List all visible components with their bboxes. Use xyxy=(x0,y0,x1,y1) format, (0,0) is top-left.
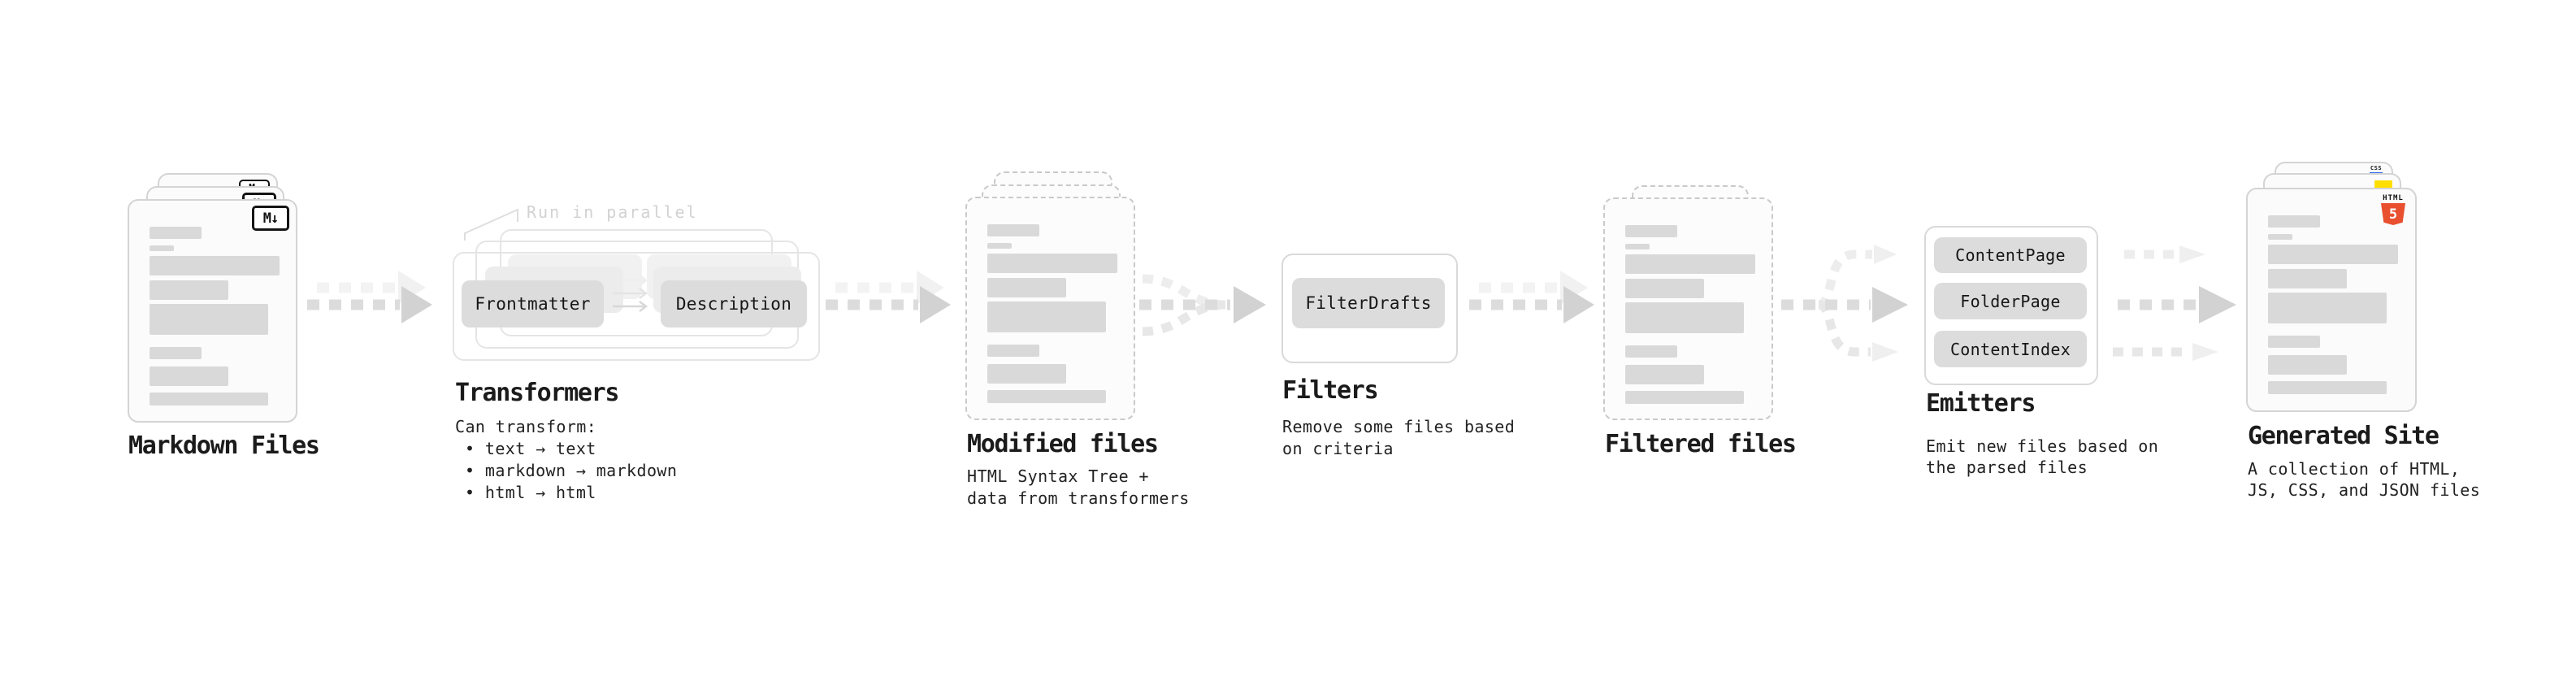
text-placeholder-bar xyxy=(2268,234,2292,240)
text-placeholder-bar xyxy=(2268,293,2387,323)
text-placeholder-bar xyxy=(1625,302,1744,333)
text-placeholder-bar xyxy=(150,393,268,406)
caption-line: the parsed files xyxy=(1926,458,2088,477)
text-placeholder-bar xyxy=(987,390,1106,403)
caption-line: data from transformers xyxy=(967,488,1190,508)
transformer-chip-frontmatter: Frontmatter xyxy=(462,280,604,327)
text-placeholder-bar xyxy=(987,254,1117,273)
text-placeholder-bar xyxy=(1625,244,1650,249)
generated-caption: A collection of HTML, JS, CSS, and JSON … xyxy=(2248,458,2480,501)
text-placeholder-bar xyxy=(1625,279,1704,298)
arrow-modified-to-filters xyxy=(1139,274,1266,336)
emitter-chip-contentindex: ContentIndex xyxy=(1934,331,2087,367)
text-placeholder-bar xyxy=(2268,381,2387,394)
transformer-box-front xyxy=(453,252,820,361)
document-skeleton xyxy=(2248,189,2415,410)
arrow-emitters-to-generated xyxy=(2113,245,2236,361)
text-placeholder-bar xyxy=(987,224,1039,236)
text-placeholder-bar xyxy=(1625,391,1744,404)
modified-caption: HTML Syntax Tree + data from transformer… xyxy=(967,466,1190,510)
caption-line: JS, CSS, and JSON files xyxy=(2248,480,2481,500)
text-placeholder-bar xyxy=(1625,345,1677,358)
js-icon xyxy=(2374,180,2392,189)
stage-label-filtered-files: Filtered files xyxy=(1605,430,1797,458)
document-skeleton xyxy=(1605,199,1772,419)
text-placeholder-bar xyxy=(150,347,202,359)
document-skeleton xyxy=(967,198,1134,419)
text-placeholder-bar xyxy=(2268,269,2347,288)
markdown-icon: M↓ xyxy=(252,206,289,231)
arrow-filtered-to-emitters xyxy=(1781,245,1908,362)
filter-chip-filterdrafts: FilterDrafts xyxy=(1292,278,1445,328)
text-placeholder-bar xyxy=(1625,365,1704,384)
filtered-file-card-front xyxy=(1603,197,1773,420)
document-skeleton xyxy=(129,201,296,421)
text-placeholder-bar xyxy=(1625,254,1755,274)
run-in-parallel-annotation: Run in parallel xyxy=(527,202,698,222)
arrow-transformers-to-modified xyxy=(826,271,951,323)
annotation-leader-line xyxy=(464,208,518,241)
transformer-chip-description: Description xyxy=(661,280,807,327)
bullet-item: • markdown → markdown xyxy=(465,461,678,480)
text-placeholder-bar xyxy=(150,280,228,300)
text-placeholder-bar xyxy=(2268,245,2398,264)
text-placeholder-bar xyxy=(987,278,1066,297)
bullet-item: • html → html xyxy=(465,483,596,502)
arrow-filters-to-filtered xyxy=(1469,271,1594,323)
emitter-chip-folderpage: FolderPage xyxy=(1934,283,2087,319)
html5-icon: HTML 5 xyxy=(2379,194,2407,225)
caption-line: on criteria xyxy=(1282,439,1394,458)
caption-line: A collection of HTML, xyxy=(2248,459,2461,479)
text-placeholder-bar xyxy=(150,367,228,386)
stage-label-generated-site: Generated Site xyxy=(2248,422,2439,450)
markdown-file-card-front: M↓ xyxy=(128,199,297,423)
text-placeholder-bar xyxy=(150,304,268,335)
emitter-chip-contentpage: ContentPage xyxy=(1934,237,2087,273)
text-placeholder-bar xyxy=(150,245,174,251)
filters-caption: Remove some files based on criteria xyxy=(1282,416,1515,460)
caption-line: Emit new files based on xyxy=(1926,436,2159,456)
text-placeholder-bar xyxy=(2268,215,2320,228)
emitters-caption: Emit new files based on the parsed files xyxy=(1926,436,2158,478)
stage-label-emitters: Emitters xyxy=(1926,389,2036,418)
text-placeholder-bar xyxy=(2268,355,2347,375)
caption-line: HTML Syntax Tree + xyxy=(967,466,1149,486)
text-placeholder-bar xyxy=(2268,336,2320,348)
caption-line: Remove some files based xyxy=(1282,417,1516,436)
stage-label-modified-files: Modified files xyxy=(967,430,1159,458)
text-placeholder-bar xyxy=(987,345,1039,357)
text-placeholder-bar xyxy=(987,301,1106,332)
stage-label-markdown-files: Markdown Files xyxy=(128,432,320,460)
modified-file-card-front xyxy=(965,197,1135,420)
parallel-mini-arrows xyxy=(613,275,648,312)
text-placeholder-bar xyxy=(150,256,280,275)
stage-label-filters: Filters xyxy=(1282,376,1379,405)
generated-file-card-front: HTML 5 xyxy=(2246,188,2417,412)
text-placeholder-bar xyxy=(1625,225,1677,237)
arrow-markdown-to-transformers xyxy=(307,271,432,323)
caption-line: Can transform: xyxy=(455,417,597,436)
text-placeholder-bar xyxy=(987,243,1012,249)
transformers-caption: Can transform: • text → text • markdown … xyxy=(455,416,677,504)
stage-label-transformers: Transformers xyxy=(455,379,619,407)
bullet-item: • text → text xyxy=(465,439,596,458)
text-placeholder-bar xyxy=(150,227,202,239)
text-placeholder-bar xyxy=(987,364,1066,384)
